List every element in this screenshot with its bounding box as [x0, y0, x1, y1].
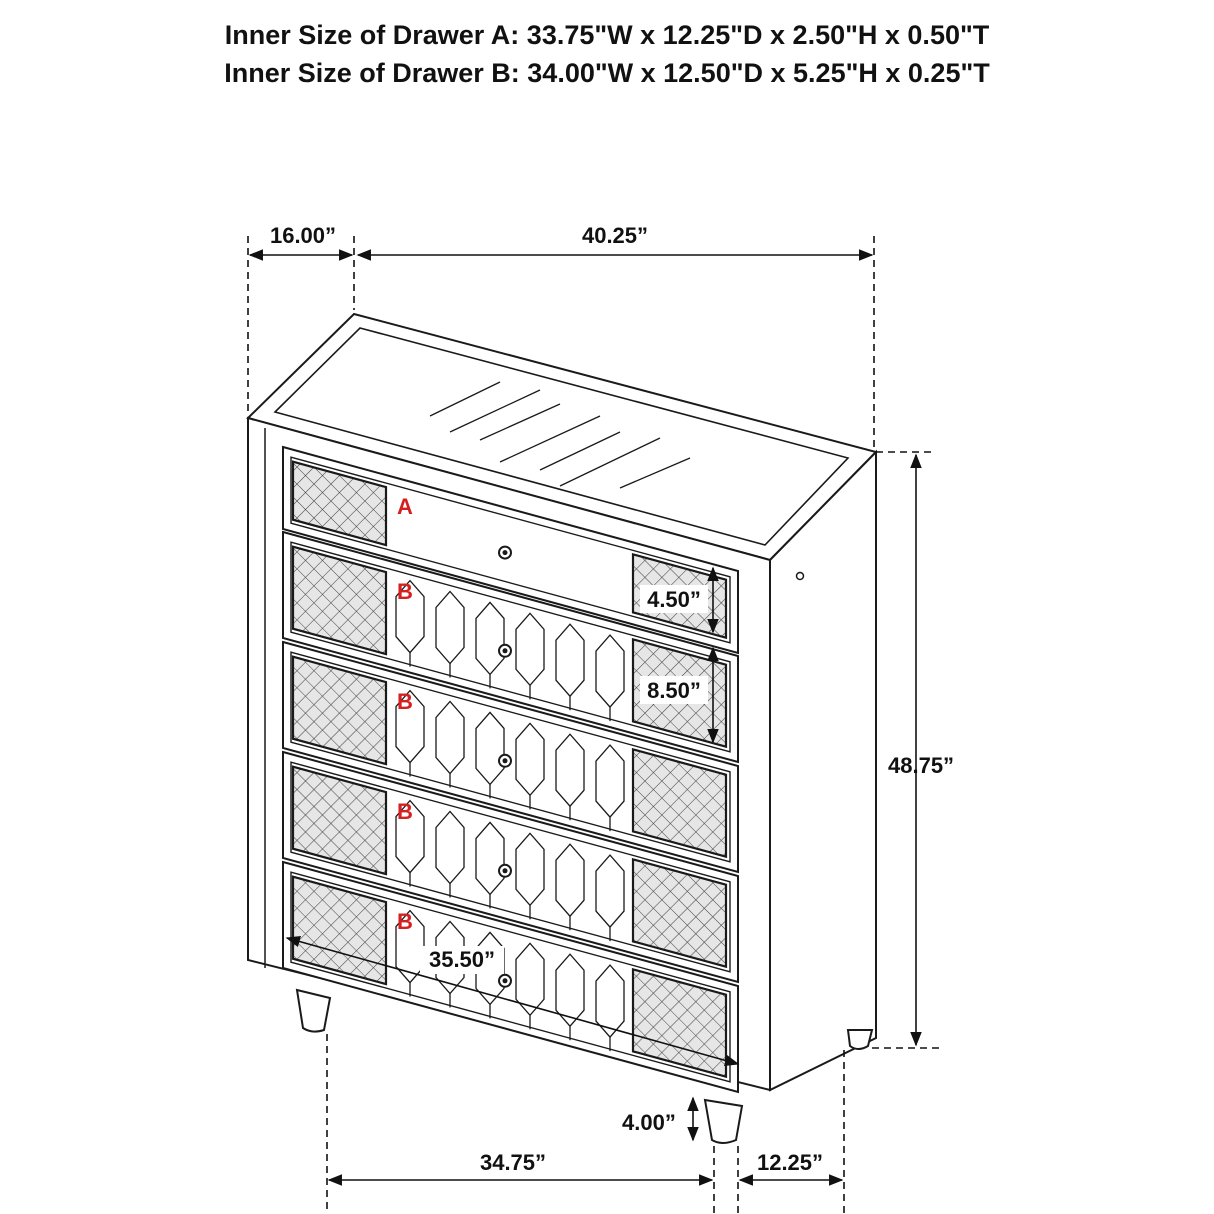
hexagon-pattern [395, 689, 625, 832]
dimension-drawer-width [285, 935, 740, 1067]
label-drawer-a-height: 4.50” [647, 587, 701, 612]
drawer-label-a: A [397, 494, 413, 519]
drawer-label-b: B [397, 689, 413, 714]
chest-top [246, 312, 878, 562]
lattice-panel-left [291, 460, 388, 547]
dimension-base-depth [737, 1050, 845, 1214]
dimension-base-width [326, 1034, 715, 1214]
label-drawer-b-height: 8.50” [647, 678, 701, 703]
label-base-depth: 12.25” [757, 1150, 823, 1175]
label-base-width: 34.75” [480, 1150, 546, 1175]
drawer-b-inner-size: Inner Size of Drawer B: 34.00"W x 12.50"… [224, 58, 990, 88]
drawer-knob[interactable] [498, 863, 512, 878]
drawer-inner-outline [290, 541, 731, 753]
dimension-height-total [872, 451, 944, 1049]
drawer-knob[interactable] [498, 973, 512, 988]
drawer-label-b: B [397, 579, 413, 604]
drawer-3[interactable]: B [282, 640, 739, 874]
leg-front-left [295, 988, 332, 1033]
drawer-knob[interactable] [498, 545, 512, 560]
drawer-knob[interactable] [498, 753, 512, 768]
drawer-a-inner-size: Inner Size of Drawer A: 33.75"W x 12.25"… [224, 20, 990, 50]
drawer-inner-outline [290, 456, 731, 644]
lattice-panel-right [631, 747, 728, 859]
dimension-width-top [356, 236, 875, 450]
drawer-1[interactable]: A [282, 445, 739, 655]
glass-reflection-lines [429, 381, 691, 489]
label-height-total: 48.75” [888, 753, 954, 778]
label-width-top: 40.25” [582, 223, 648, 248]
hexagon-pattern [395, 799, 625, 942]
lattice-panel-left [291, 545, 388, 656]
side-hole [795, 571, 805, 581]
chest-side-panel [769, 449, 877, 1092]
drawer-label-b: B [397, 909, 413, 934]
lattice-panel-left [291, 765, 388, 876]
lattice-panel-left [291, 655, 388, 766]
dimension-depth-top [247, 236, 355, 414]
label-leg-height: 4.00” [622, 1110, 676, 1135]
drawer-label-b: B [397, 799, 413, 824]
hexagon-pattern [395, 579, 625, 722]
label-drawer-width: 35.50” [429, 947, 495, 972]
leg-front-right [703, 1098, 744, 1144]
drawer-knob[interactable] [498, 643, 512, 658]
leg-back-right [846, 1029, 874, 1050]
label-depth-top: 16.00” [270, 223, 336, 248]
drawer-inner-outline [290, 651, 731, 863]
